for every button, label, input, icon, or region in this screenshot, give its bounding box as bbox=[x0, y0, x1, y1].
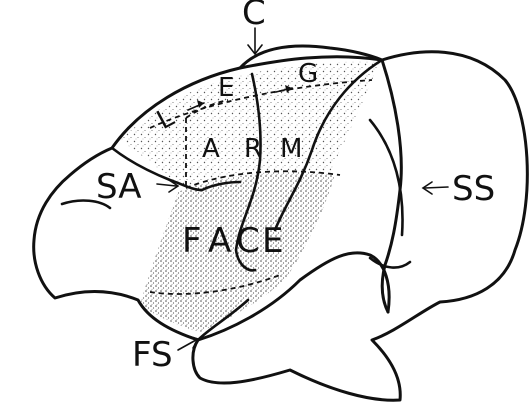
label-e: E bbox=[218, 73, 234, 103]
label-fs: FS bbox=[132, 335, 173, 375]
label-face-c: C bbox=[236, 221, 260, 261]
label-g: G bbox=[298, 59, 318, 89]
label-face-e: E bbox=[262, 221, 283, 261]
label-sa: SA bbox=[96, 167, 141, 207]
label-arm-a: A bbox=[202, 134, 220, 164]
label-face-f: F bbox=[182, 221, 202, 261]
label-c: C bbox=[242, 0, 266, 33]
label-ss: SS bbox=[452, 169, 495, 209]
label-face-a: A bbox=[208, 221, 231, 261]
label-arm-m: M bbox=[280, 134, 302, 164]
ss-arrow-shaft bbox=[425, 187, 448, 188]
sa-arrow-shaft bbox=[157, 184, 176, 186]
label-arm-r: R bbox=[244, 134, 262, 164]
